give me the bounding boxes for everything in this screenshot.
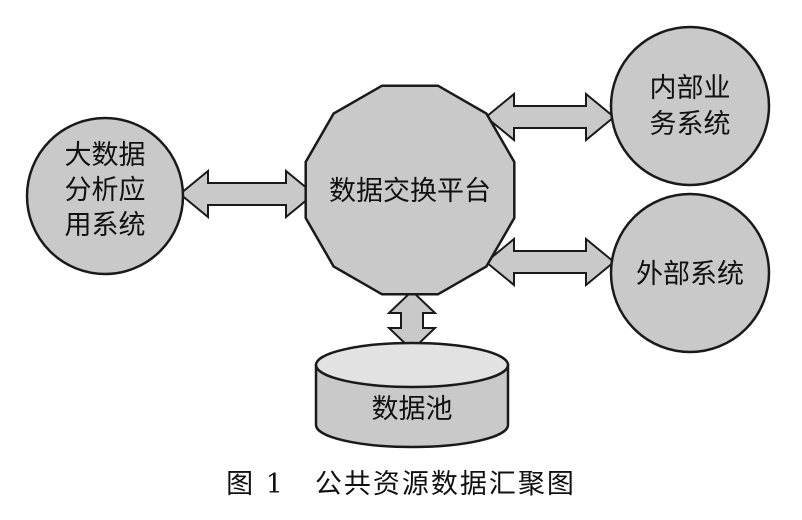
arrow-bigdata-to-platform [178, 168, 316, 220]
node-data-pool: 数据池 [314, 341, 510, 449]
figure-title: 公共资源数据汇聚图 [314, 469, 576, 500]
node-big-data-app: 大数据 分析应 用系统 [25, 116, 185, 276]
arrow-platform-to-internal [484, 91, 616, 143]
node-exchange-platform: 数据交换平台 [304, 84, 516, 296]
arrow-platform-to-external [484, 236, 616, 288]
figure-number: 图 1 [226, 469, 285, 500]
node-label-line: 大数据 [65, 140, 146, 171]
node-label-line: 用系统 [65, 210, 146, 241]
node-label-line: 外部系统 [636, 259, 744, 290]
node-label-line: 数据交换平台 [329, 176, 491, 207]
node-label-line: 分析应 [65, 175, 146, 206]
node-internal-system: 内部业 务系统 [609, 25, 771, 187]
arrow-platform-to-datapool [386, 289, 438, 352]
node-label-line: 数据池 [372, 394, 453, 425]
node-label-line: 务系统 [650, 109, 731, 140]
figure-caption: 图 1 公共资源数据汇聚图 [0, 462, 802, 501]
node-external-system: 外部系统 [609, 192, 771, 354]
node-label-line: 内部业 [650, 73, 731, 104]
